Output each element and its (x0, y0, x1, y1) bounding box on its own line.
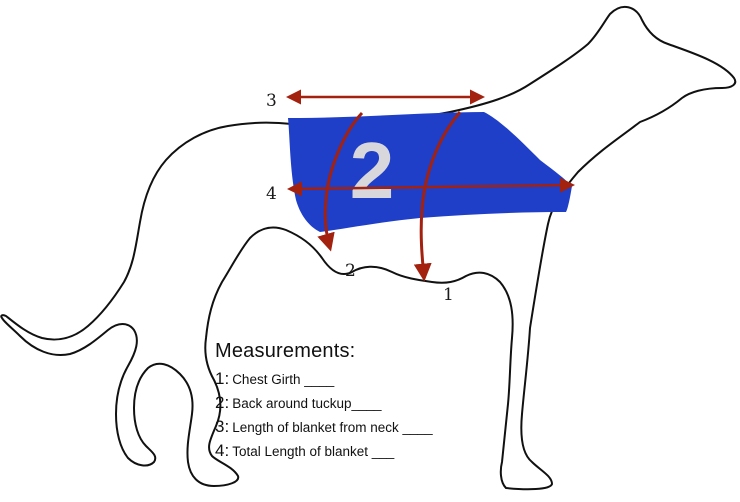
legend-item-text: Length of blanket from neck ____ (232, 420, 433, 435)
label-3: 3 (266, 91, 277, 111)
legend-item: 1: Chest Girth ____ (215, 369, 433, 393)
blanket-number: 2 (350, 126, 395, 215)
legend-item: 4: Total Length of blanket ___ (215, 441, 433, 465)
legend-item-number: 2: (215, 393, 230, 412)
legend-item-text: Chest Girth ____ (232, 372, 335, 387)
legend-item-text: Total Length of blanket ___ (232, 444, 395, 459)
label-1: 1 (443, 285, 454, 305)
legend-item-number: 4: (215, 441, 230, 460)
legend-item: 3: Length of blanket from neck ____ (215, 417, 433, 441)
legend-item-text: Back around tuckup____ (232, 396, 382, 411)
legend-item-number: 1: (215, 369, 230, 388)
legend-item-number: 3: (215, 417, 230, 436)
dog-outline (0, 5, 737, 491)
label-4: 4 (266, 184, 277, 204)
measure-4-arrow (287, 177, 575, 197)
measure-1-arrow (413, 111, 462, 282)
legend-item: 2: Back around tuckup____ (215, 393, 433, 417)
measurements-legend: Measurements: 1: Chest Girth ____ 2: Bac… (215, 340, 433, 465)
label-2: 2 (345, 261, 356, 281)
measure-2-arrow (317, 111, 364, 252)
legend-title: Measurements: (215, 340, 356, 362)
